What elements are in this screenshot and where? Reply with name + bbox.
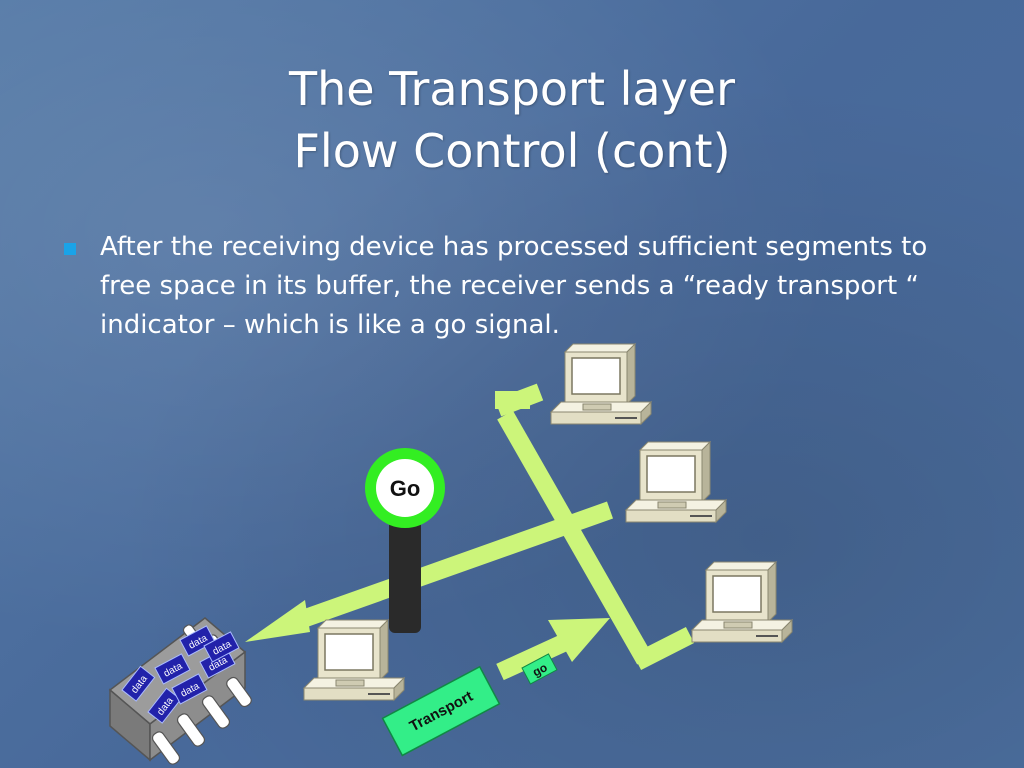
go-signal-icon: Go: [365, 448, 445, 633]
computer-icon-receiver-middle: [625, 441, 727, 523]
bullet-text: After the receiving device has processed…: [100, 232, 928, 340]
computer-icon-receiver-bottom: [691, 561, 793, 643]
go-signal-label: Go: [390, 476, 421, 501]
bullet-list: After the receiving device has processed…: [64, 228, 984, 345]
transport-message: Transport go: [381, 618, 610, 757]
computer-icon-receiver-top: [550, 343, 652, 425]
computer-icon-sender: [303, 619, 405, 701]
bullet-marker-icon: [64, 243, 76, 255]
buffer-chip-icon: data data data data data data: [108, 617, 252, 765]
title-line-1: The Transport layer: [288, 62, 736, 116]
network-links: [245, 383, 695, 671]
go-tag-label: go: [530, 660, 550, 679]
slide-title: The Transport layer Flow Control (cont): [0, 58, 1024, 182]
title-line-2: Flow Control (cont): [293, 124, 731, 178]
